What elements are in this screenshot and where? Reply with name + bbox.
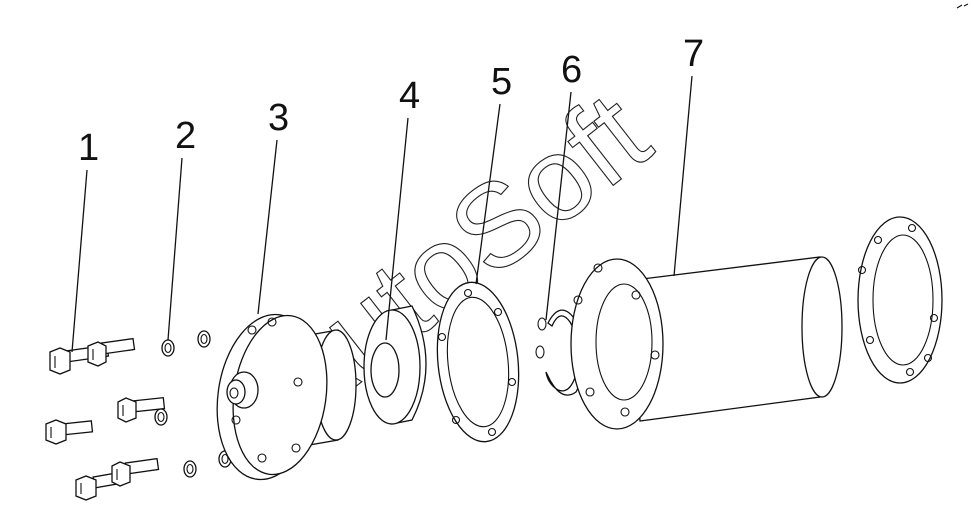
leader-line-2 bbox=[167, 157, 183, 341]
washer bbox=[154, 408, 168, 426]
flanged-tube bbox=[570, 256, 843, 430]
bolt-group bbox=[45, 337, 166, 501]
callout-1: 1 bbox=[78, 127, 99, 169]
callout-labels: 1 2 3 4 5 6 7 bbox=[78, 33, 704, 169]
leader-line-7 bbox=[673, 75, 693, 277]
bolt bbox=[111, 457, 160, 487]
bolt bbox=[87, 337, 136, 367]
flange-gasket bbox=[436, 281, 520, 443]
leader-line-4 bbox=[385, 117, 409, 341]
callout-4: 4 bbox=[399, 75, 420, 117]
callout-7: 7 bbox=[683, 33, 704, 75]
washer bbox=[183, 460, 197, 478]
leader-lines bbox=[71, 75, 693, 353]
washer bbox=[161, 339, 175, 357]
callout-3: 3 bbox=[268, 97, 289, 139]
end-gasket bbox=[857, 216, 943, 384]
callout-6: 6 bbox=[561, 49, 582, 91]
bolt bbox=[117, 396, 166, 423]
leader-line-1 bbox=[71, 169, 88, 353]
washer-group bbox=[154, 330, 232, 478]
leader-line-5 bbox=[475, 103, 501, 285]
callout-5: 5 bbox=[491, 61, 512, 103]
washer bbox=[197, 330, 211, 348]
bolt bbox=[45, 419, 94, 445]
corner-mark bbox=[956, 3, 969, 9]
leader-line-6 bbox=[545, 91, 572, 321]
callout-2: 2 bbox=[175, 115, 196, 157]
spacer-ring bbox=[363, 305, 427, 425]
leader-line-3 bbox=[257, 139, 278, 315]
flanged-hub bbox=[216, 313, 357, 481]
